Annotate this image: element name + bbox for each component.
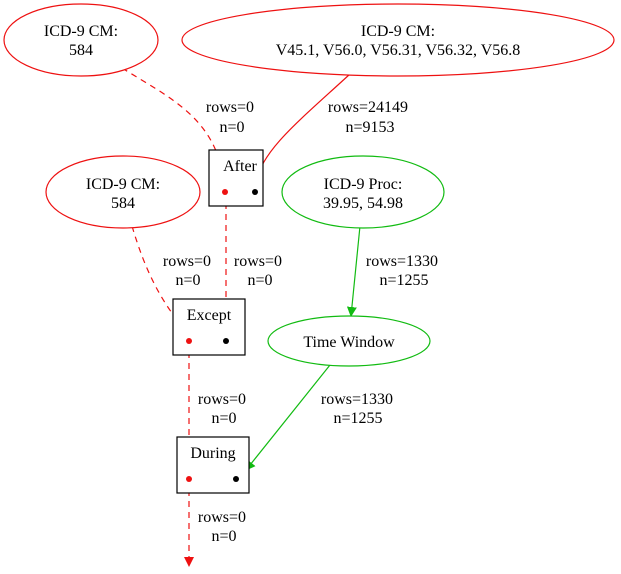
node-time-window: Time Window (267, 315, 431, 367)
edge-label-n: n=1255 (379, 272, 428, 289)
node-title: ICD-9 CM: (44, 23, 118, 40)
edge-cm584top-to-after (121, 67, 228, 183)
edge-cm584mid-to-except (131, 225, 186, 331)
node-icd9-cm-v45: ICD-9 CM: V45.1, V56.0, V56.31, V56.32, … (181, 3, 615, 77)
node-codes: 584 (69, 42, 93, 59)
node-codes: 584 (111, 195, 135, 212)
input-port (233, 476, 239, 482)
node-icd9-cm-584-mid: ICD-9 CM: 584 (45, 155, 201, 229)
input-port (223, 338, 229, 344)
node-label: During (190, 445, 235, 462)
edge-timewindow-to-during (245, 364, 331, 471)
edge-label-rows: rows=0 (206, 99, 254, 116)
node-codes: 39.95, 54.98 (323, 195, 403, 212)
edge-label-n: n=0 (175, 272, 200, 289)
node-icd9-cm-584-top: ICD-9 CM: 584 (3, 3, 159, 77)
edge-label-rows: rows=24149 (328, 99, 408, 116)
node-title: ICD-9 Proc: (324, 176, 403, 193)
edge-label-rows: rows=0 (198, 391, 246, 408)
edge-label-n: n=0 (211, 528, 236, 545)
node-during: During (176, 436, 250, 494)
edge-label-n: n=9153 (345, 119, 394, 136)
node-title: ICD-9 CM: (86, 176, 160, 193)
node-label: After (223, 158, 257, 175)
edge-label-rows: rows=1330 (321, 391, 393, 408)
node-icd9-proc: ICD-9 Proc: 39.95, 54.98 (281, 155, 445, 229)
node-codes: V45.1, V56.0, V56.31, V56.32, V56.8 (276, 42, 521, 59)
edge-label-n: n=0 (211, 410, 236, 427)
input-port (222, 189, 228, 195)
input-port (186, 338, 192, 344)
edge-label-n: n=0 (247, 272, 272, 289)
edge-label-n: n=1255 (333, 410, 382, 427)
node-label: Time Window (303, 334, 395, 351)
input-port (252, 189, 258, 195)
edge-label-rows: rows=1330 (366, 253, 438, 270)
node-except: Except (172, 298, 246, 356)
edge-label-rows: rows=0 (234, 253, 282, 270)
node-label: Except (187, 307, 232, 324)
edge-label-n: n=0 (219, 119, 244, 136)
input-port (186, 476, 192, 482)
node-after: After (208, 149, 264, 207)
edge-label-rows: rows=0 (163, 253, 211, 270)
edge-label-rows: rows=0 (198, 509, 246, 526)
edge-proc-to-timewindow (346, 225, 361, 317)
node-title: ICD-9 CM: (361, 23, 435, 40)
